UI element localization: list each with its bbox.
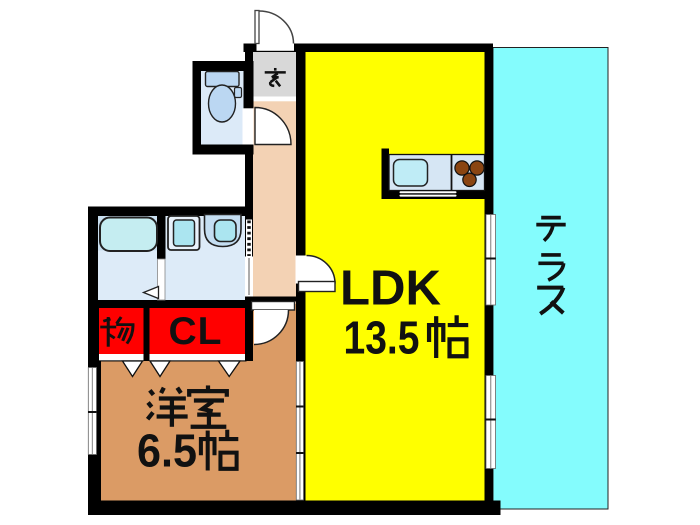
svg-text:LDK: LDK [340,262,441,316]
svg-text:13.5: 13.5 [344,312,420,364]
svg-text:6.5: 6.5 [137,425,197,477]
svg-text:CL: CL [169,310,223,353]
